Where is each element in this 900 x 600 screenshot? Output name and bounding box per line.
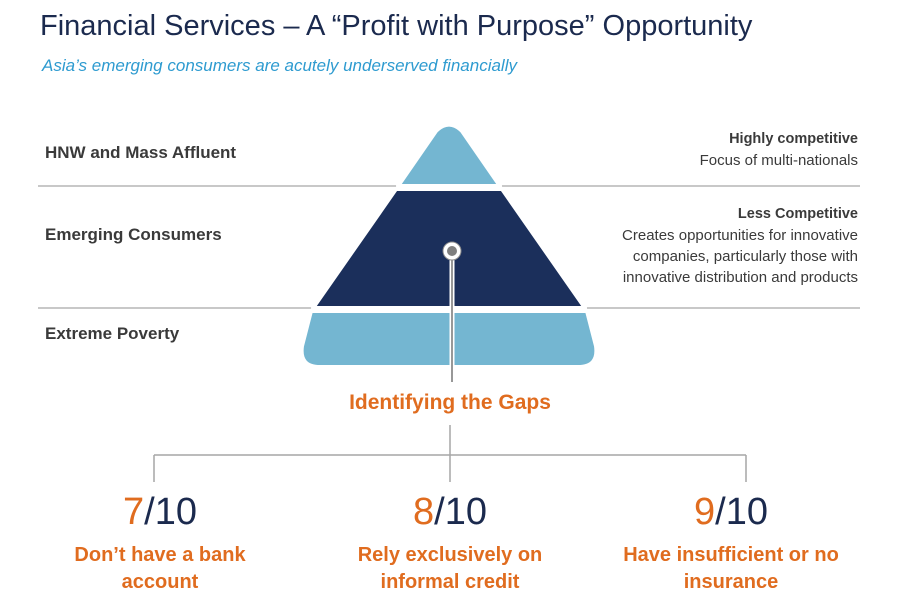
stat-ratio: 7/10 [25,490,295,534]
note-body: Creates opportunities for innovative com… [622,227,858,286]
stat-denominator: /10 [144,491,197,533]
stat-denominator: /10 [434,491,487,533]
page-title: Financial Services – A “Profit with Purp… [40,10,753,42]
marker-dot-center [447,246,457,256]
stat-numerator: 9 [694,491,716,533]
tier-label-poverty: Extreme Poverty [45,324,180,343]
pyramid-tier-bottom [299,309,599,369]
stat-informal-credit: 8/10 Rely exclusively on informal credit [315,490,585,596]
note-highly-competitive: Highly competitive Focus of multi-nation… [700,129,858,171]
stat-description: Don’t have a bank account [74,544,246,593]
stat-ratio: 9/10 [596,490,866,534]
note-body: Focus of multi-nationals [699,152,858,169]
stat-ratio: 8/10 [315,490,585,534]
tier-label-emerging: Emerging Consumers [45,225,222,244]
stat-insurance: 9/10 Have insufficient or no insurance [596,490,866,596]
stat-bank-account: 7/10 Don’t have a bank account [25,490,295,596]
stat-numerator: 8 [413,491,435,533]
note-heading: Highly competitive [729,131,858,147]
note-heading: Less Competitive [737,206,858,222]
stat-description: Rely exclusively on informal credit [357,544,543,593]
stat-denominator: /10 [715,491,768,533]
pyramid-tier-top [396,122,502,188]
stat-description: Have insufficient or no insurance [623,544,839,593]
stat-numerator: 7 [123,491,145,533]
gaps-heading: Identifying the Gaps [349,391,551,414]
note-less-competitive: Less Competitive Creates opportunities f… [622,204,858,288]
page-subtitle: Asia’s emerging consumers are acutely un… [42,56,517,75]
tier-label-hnw: HNW and Mass Affluent [45,143,237,162]
